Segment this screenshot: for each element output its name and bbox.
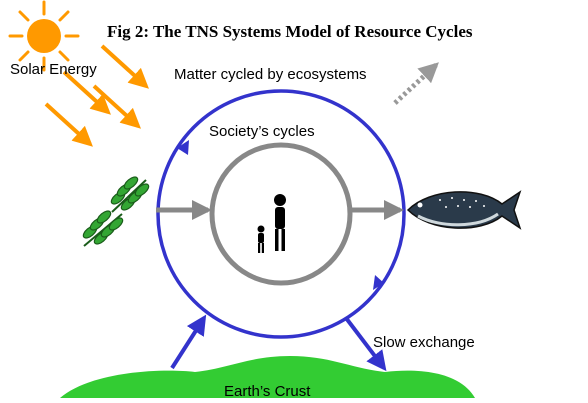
dissipation-arrow <box>393 62 439 105</box>
cycle-direction-arrow-upper-left <box>177 140 189 155</box>
sun-icon <box>8 0 80 72</box>
fish-icon <box>406 190 522 230</box>
earths-crust-label: Earth’s Crust <box>224 383 311 400</box>
figure-title: Fig 2: The TNS Systems Model of Resource… <box>107 22 473 41</box>
leaf-icon <box>82 176 150 247</box>
cycle-direction-arrow-lower-right <box>373 275 384 290</box>
solar-ray-arrows <box>44 44 149 147</box>
society-cycle-ring <box>209 142 353 286</box>
societys-cycles-label: Society’s cycles <box>209 123 315 140</box>
slow-exchange-label: Slow exchange <box>373 334 475 351</box>
people-icon <box>257 194 286 253</box>
exchange-arrows <box>170 314 387 372</box>
earth-crust-shape <box>60 356 475 398</box>
matter-cycled-label: Matter cycled by ecosystems <box>174 66 367 83</box>
ecosystem-cycle-ring <box>156 89 406 339</box>
solar-energy-label: Solar Energy <box>10 61 97 78</box>
